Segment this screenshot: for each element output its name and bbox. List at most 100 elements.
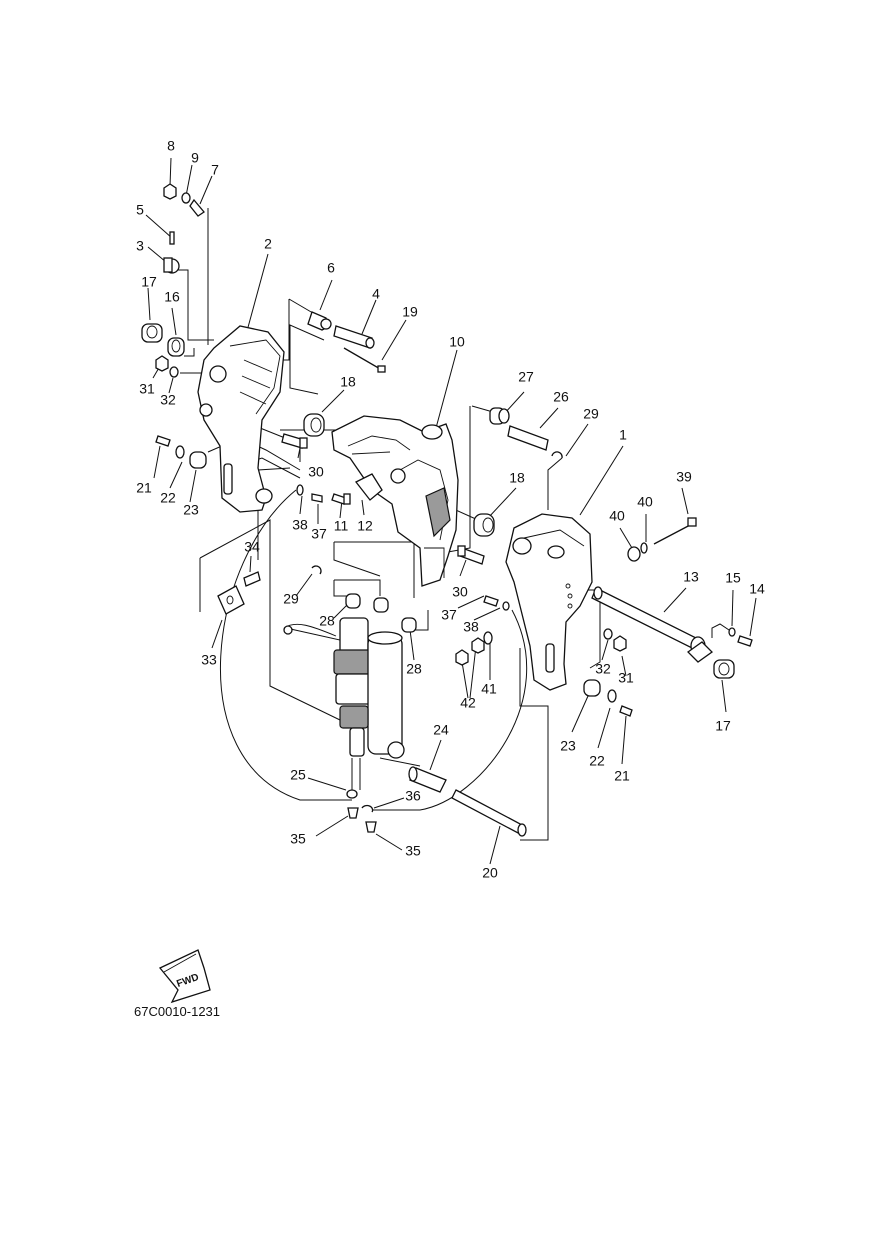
callout-12: 12 xyxy=(357,518,373,534)
washer-25-icon xyxy=(346,789,358,799)
stopper-12-icon xyxy=(355,473,383,501)
bushing-3-icon xyxy=(163,257,180,274)
washer-32-icon xyxy=(169,366,179,378)
callout-13: 13 xyxy=(683,569,699,585)
bolt-19-icon xyxy=(343,347,386,373)
part-illustrations xyxy=(141,183,753,1004)
nut-42-icon xyxy=(455,637,485,666)
pin-4-icon xyxy=(333,325,375,349)
callout-10: 10 xyxy=(449,334,465,350)
callout-11: 11 xyxy=(334,518,349,534)
callout-23: 23 xyxy=(560,738,576,754)
swivel-bracket-10-icon xyxy=(331,415,459,587)
bushing-23-icon xyxy=(189,451,207,469)
callout-22: 22 xyxy=(589,753,605,769)
washer-40b-icon xyxy=(483,631,493,645)
callout-29: 29 xyxy=(283,591,299,607)
callout-40: 40 xyxy=(637,494,653,510)
pin-20-icon xyxy=(451,789,527,837)
callout-30: 30 xyxy=(452,584,468,600)
washer-22-icon xyxy=(175,445,185,459)
callout-7: 7 xyxy=(211,162,219,178)
callout-25: 25 xyxy=(290,767,306,783)
callout-41: 41 xyxy=(481,681,497,697)
callout-18: 18 xyxy=(340,374,356,390)
callout-26: 26 xyxy=(553,389,569,405)
clip-29b-icon xyxy=(311,565,322,575)
bolt-21-icon xyxy=(155,435,171,447)
callout-5: 5 xyxy=(136,202,144,218)
washer-38-icon xyxy=(296,484,304,496)
callout-1: 1 xyxy=(619,427,627,443)
washer-15-icon xyxy=(728,627,736,637)
callout-8: 8 xyxy=(167,138,175,154)
callout-2: 2 xyxy=(264,236,272,252)
clip-7-icon xyxy=(189,198,205,217)
callout-23: 23 xyxy=(183,502,199,518)
callout-6: 6 xyxy=(327,260,335,276)
callout-22: 22 xyxy=(160,490,176,506)
pin-26-icon xyxy=(507,425,549,451)
plate-33-icon xyxy=(217,585,245,615)
bolt-35b-icon xyxy=(365,821,377,833)
callout-17: 17 xyxy=(715,718,731,734)
fwd-arrow-icon xyxy=(158,949,211,1004)
screw-37b-icon xyxy=(483,595,499,607)
callout-17: 17 xyxy=(141,274,157,290)
bushing-23b-icon xyxy=(583,679,601,697)
washer-22b-icon xyxy=(607,689,617,703)
callout-15: 15 xyxy=(725,570,741,586)
bolt-34-icon xyxy=(243,571,261,587)
bushing-27-icon xyxy=(489,407,510,425)
callout-18: 18 xyxy=(509,470,525,486)
callout-19: 19 xyxy=(402,304,418,320)
callout-35: 35 xyxy=(290,831,306,847)
bushing-18b-icon xyxy=(473,513,495,537)
callout-37: 37 xyxy=(311,526,327,542)
bushing-28b-icon xyxy=(373,597,417,633)
callout-9: 9 xyxy=(191,150,199,166)
callout-4: 4 xyxy=(372,286,380,302)
drawing-code: 67C0010-1231 xyxy=(134,1004,220,1019)
bolt-39-icon xyxy=(653,517,697,545)
callout-21: 21 xyxy=(614,768,630,784)
bushing-16-icon xyxy=(167,337,185,357)
callout-32: 32 xyxy=(595,661,611,677)
pin-5-icon xyxy=(169,231,175,245)
washer-40-icon xyxy=(640,542,648,554)
callout-29: 29 xyxy=(583,406,599,422)
callout-42: 42 xyxy=(460,695,476,711)
clamp-bracket-1-icon xyxy=(505,513,593,691)
callout-28: 28 xyxy=(406,661,422,677)
callout-33: 33 xyxy=(201,652,217,668)
callout-39: 39 xyxy=(676,469,692,485)
callout-14: 14 xyxy=(749,581,765,597)
bolt-30-icon xyxy=(281,433,308,449)
callout-40: 40 xyxy=(609,508,625,524)
screw-37-icon xyxy=(311,493,323,503)
callout-28: 28 xyxy=(319,613,335,629)
washer-38b-icon xyxy=(502,601,510,611)
callout-24: 24 xyxy=(433,722,449,738)
nut-31b-icon xyxy=(613,635,627,652)
nut-31-icon xyxy=(155,355,169,372)
bushing-18-icon xyxy=(303,413,325,437)
callout-37: 37 xyxy=(441,607,457,623)
clip-36-icon xyxy=(361,804,374,813)
bushing-17-icon xyxy=(141,323,163,343)
callout-38: 38 xyxy=(292,517,308,533)
washer-41-icon xyxy=(627,546,641,562)
clamp-bracket-2-icon xyxy=(197,325,285,513)
callout-3: 3 xyxy=(136,238,144,254)
callout-21: 21 xyxy=(136,480,152,496)
callout-31: 31 xyxy=(618,670,634,686)
callout-36: 36 xyxy=(405,788,421,804)
callout-20: 20 xyxy=(482,865,498,881)
callout-30: 30 xyxy=(308,464,324,480)
bolt-11-icon xyxy=(331,493,351,505)
washer-32b-icon xyxy=(603,628,613,640)
callout-16: 16 xyxy=(164,289,180,305)
bushing-17b-icon xyxy=(713,659,735,679)
